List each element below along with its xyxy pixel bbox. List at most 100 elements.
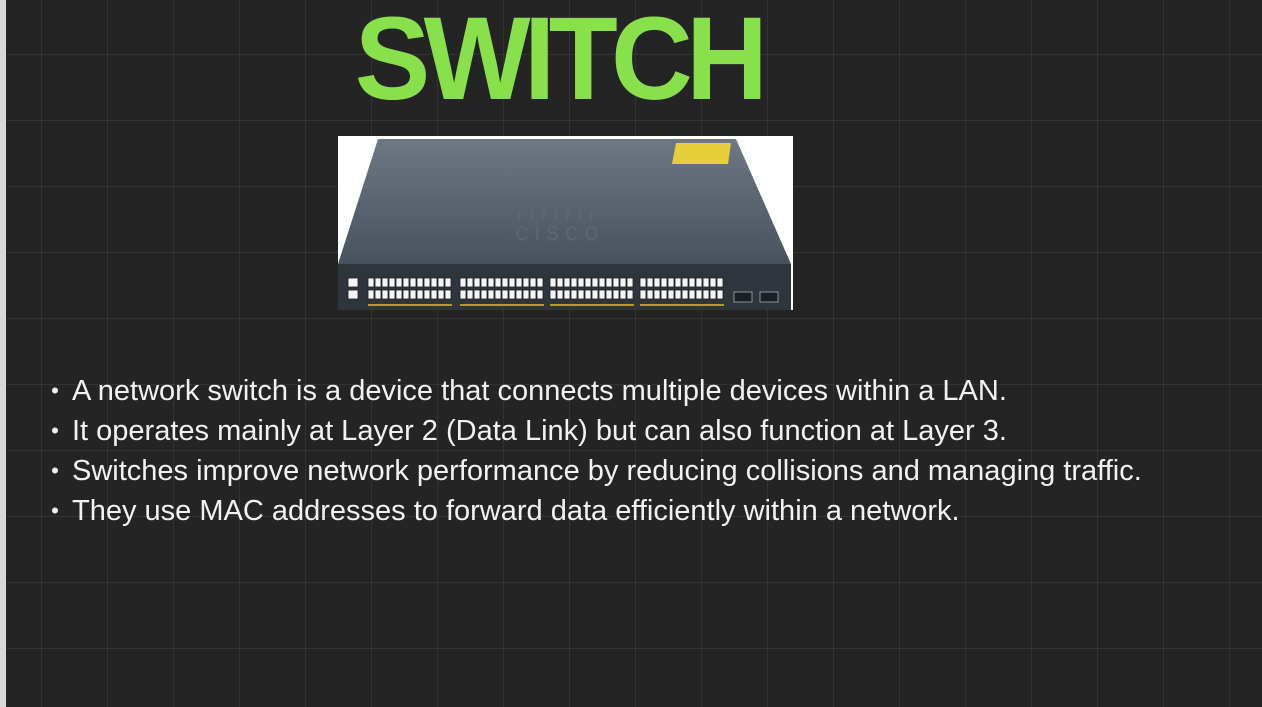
ethernet-port — [480, 289, 488, 300]
ethernet-port — [473, 289, 481, 300]
ethernet-port — [487, 289, 495, 300]
ethernet-port — [437, 277, 445, 288]
ethernet-port — [667, 289, 675, 300]
ethernet-port — [549, 277, 557, 288]
bullet-item: • A network switch is a device that conne… — [48, 371, 1208, 411]
ethernet-port — [367, 289, 375, 300]
ethernet-port — [508, 289, 516, 300]
network-switch-image: cisco — [338, 136, 793, 310]
status-led-strip — [550, 304, 634, 306]
ethernet-port — [612, 277, 620, 288]
ethernet-port — [388, 277, 396, 288]
ethernet-port — [626, 277, 634, 288]
bullet-dot-icon: • — [51, 458, 59, 483]
ethernet-port — [563, 277, 571, 288]
slide-canvas: SWITCH cisco — [6, 0, 1262, 707]
bullet-dot-icon: • — [51, 378, 59, 403]
ethernet-port — [626, 289, 634, 300]
ethernet-port — [473, 277, 481, 288]
ethernet-port — [556, 289, 564, 300]
ethernet-port — [674, 277, 682, 288]
bullet-text: A network switch is a device that connec… — [72, 375, 1007, 407]
ethernet-port — [577, 277, 585, 288]
ethernet-port — [639, 277, 647, 288]
ethernet-port — [402, 289, 410, 300]
bullet-item: •It operates mainly at Layer 2 (Data Lin… — [48, 411, 1208, 451]
ethernet-port — [570, 289, 578, 300]
ethernet-port — [653, 277, 661, 288]
ethernet-port — [688, 277, 696, 288]
ethernet-port — [612, 289, 620, 300]
ethernet-port — [508, 277, 516, 288]
ethernet-port — [536, 277, 544, 288]
ethernet-port — [423, 277, 431, 288]
ethernet-port — [416, 277, 424, 288]
ethernet-port — [598, 289, 606, 300]
ethernet-port — [536, 289, 544, 300]
brand-logo-bars — [518, 204, 593, 220]
ethernet-port — [444, 277, 452, 288]
ethernet-port — [591, 277, 599, 288]
ethernet-port — [381, 289, 389, 300]
ethernet-port — [660, 289, 668, 300]
ethernet-port — [681, 277, 689, 288]
ethernet-port — [556, 277, 564, 288]
console-port — [347, 289, 359, 300]
ethernet-port — [402, 277, 410, 288]
ethernet-port — [529, 289, 537, 300]
ethernet-port — [381, 277, 389, 288]
sfp-port — [759, 291, 779, 303]
ethernet-port — [437, 289, 445, 300]
ethernet-port — [605, 277, 613, 288]
ethernet-port — [430, 277, 438, 288]
ethernet-port — [702, 277, 710, 288]
bullet-text: Switches improve network performance by … — [72, 455, 1142, 487]
bullet-item: • Switches improve network performance by… — [48, 451, 1208, 491]
status-led-strip — [460, 304, 544, 306]
ethernet-port — [695, 277, 703, 288]
ethernet-port — [515, 277, 523, 288]
ethernet-port — [515, 289, 523, 300]
ethernet-port — [444, 289, 452, 300]
ethernet-port — [577, 289, 585, 300]
console-port — [347, 277, 359, 288]
ethernet-port — [702, 289, 710, 300]
ethernet-port — [709, 289, 717, 300]
ethernet-port — [522, 277, 530, 288]
ethernet-port — [367, 277, 375, 288]
ethernet-port — [605, 289, 613, 300]
ethernet-port — [374, 289, 382, 300]
ethernet-port — [494, 289, 502, 300]
ethernet-port — [395, 277, 403, 288]
ethernet-port — [549, 289, 557, 300]
sfp-port — [733, 291, 753, 303]
network-switch-illustration: cisco — [338, 136, 793, 310]
ethernet-port — [395, 289, 403, 300]
ethernet-port — [619, 289, 627, 300]
ethernet-port — [674, 289, 682, 300]
ethernet-port — [563, 289, 571, 300]
ethernet-port — [459, 289, 467, 300]
brand-logo: cisco — [515, 216, 604, 246]
ethernet-port — [667, 277, 675, 288]
ethernet-port — [619, 277, 627, 288]
left-edge-strip — [0, 0, 6, 707]
bullet-list: • A network switch is a device that conne… — [48, 371, 1208, 531]
ethernet-port — [716, 289, 724, 300]
ethernet-port — [487, 277, 495, 288]
ethernet-port — [646, 289, 654, 300]
ethernet-port — [409, 289, 417, 300]
ethernet-port — [501, 289, 509, 300]
ethernet-port — [374, 277, 382, 288]
ethernet-port — [681, 289, 689, 300]
ethernet-port — [660, 277, 668, 288]
ethernet-port — [584, 289, 592, 300]
ethernet-port — [430, 289, 438, 300]
ethernet-port — [716, 277, 724, 288]
ethernet-port — [480, 277, 488, 288]
ethernet-port — [591, 289, 599, 300]
ethernet-port — [584, 277, 592, 288]
ethernet-port — [388, 289, 396, 300]
label-sticker — [672, 143, 731, 164]
port-banks — [347, 277, 724, 306]
